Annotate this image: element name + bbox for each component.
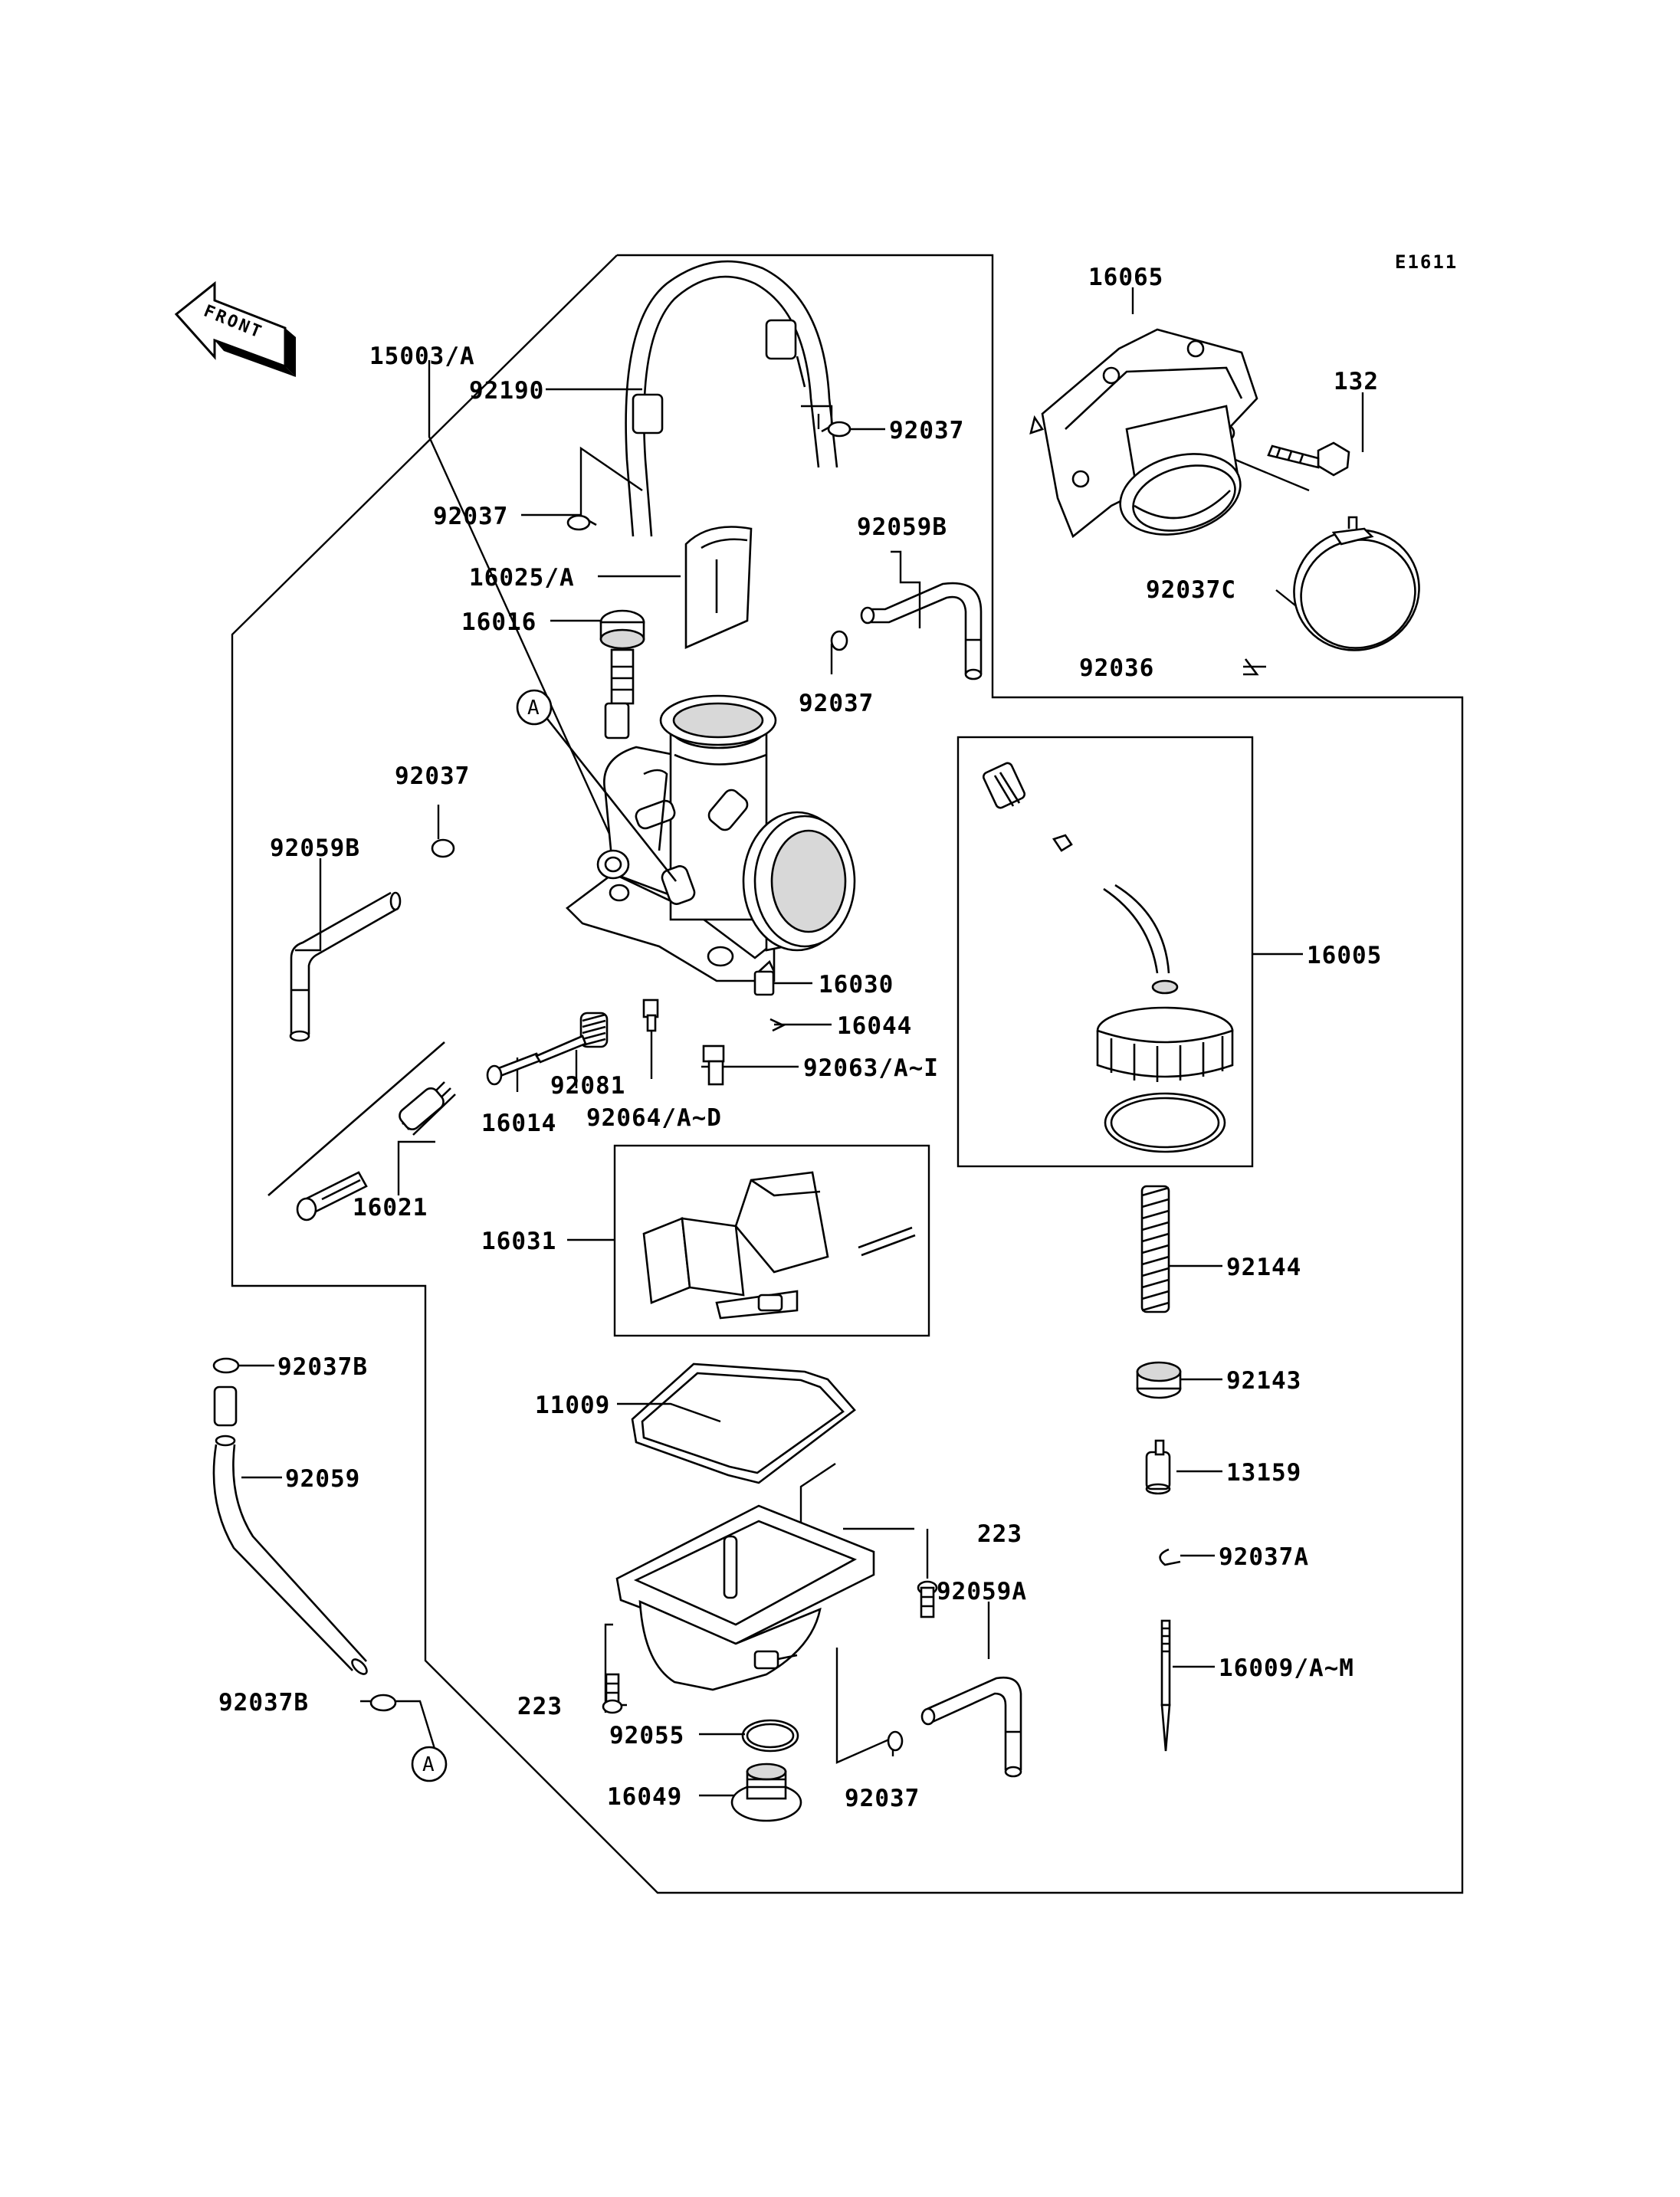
clip-92037-tl — [566, 514, 597, 531]
label-223-right: 223 — [977, 1520, 1022, 1548]
cap-92143 — [1136, 1361, 1182, 1399]
label-92037-tl: 92037 — [433, 503, 508, 530]
label-92059b-left: 92059B — [270, 835, 360, 862]
front-arrow-icon: FRONT — [174, 280, 296, 377]
label-92037-left: 92037 — [395, 762, 470, 790]
label-92064: 92064/A~D — [586, 1104, 722, 1132]
label-92037-mid: 92037 — [799, 690, 874, 717]
vent-hose-92190 — [625, 260, 838, 537]
spring-92081 — [579, 1012, 609, 1048]
part-labels: 15003/A 92190 92037 92037 16025/A 16016 … — [218, 264, 1382, 1812]
clip-92036 — [1243, 658, 1259, 676]
label-16065: 16065 — [1088, 264, 1163, 291]
callout-a-bottom: A — [411, 1746, 448, 1782]
label-92059: 92059 — [285, 1465, 360, 1493]
clip-92037-bot — [887, 1730, 904, 1752]
clip-92037A — [1159, 1548, 1181, 1566]
label-92059a: 92059A — [937, 1578, 1027, 1605]
air-screw-16014 — [486, 1035, 587, 1086]
label-15003a: 15003/A — [369, 343, 475, 370]
label-16016: 16016 — [461, 608, 536, 636]
label-92037b-top: 92037B — [277, 1353, 368, 1381]
label-132: 132 — [1334, 368, 1379, 395]
label-92063: 92063/A~I — [803, 1054, 939, 1082]
label-92037-tr: 92037 — [889, 417, 964, 444]
float-16031 — [642, 1171, 916, 1320]
label-13159: 13159 — [1226, 1459, 1301, 1487]
label-92037-bot: 92037 — [845, 1785, 920, 1812]
cap-kit-16005 — [982, 762, 1234, 1153]
spring-92144 — [1140, 1185, 1170, 1313]
assembly-outline — [231, 254, 1464, 1894]
hose-92059B-left — [289, 891, 402, 1042]
label-16014: 16014 — [481, 1110, 556, 1137]
label-16005: 16005 — [1307, 942, 1382, 969]
screw-spring-16021 — [267, 1041, 456, 1221]
hose-92059A — [920, 1676, 1022, 1778]
svg-text:A: A — [527, 697, 540, 720]
screw-223-left — [602, 1673, 623, 1714]
label-92190: 92190 — [469, 377, 544, 405]
clip-92037-left — [431, 838, 455, 858]
jet-holder-16030 — [753, 959, 776, 996]
pin-13159 — [1145, 1439, 1171, 1495]
label-92081: 92081 — [550, 1072, 625, 1100]
carburetor-body-15003A — [566, 694, 856, 982]
box-16005 — [956, 736, 1254, 1168]
label-92037b-bot: 92037B — [218, 1689, 309, 1717]
label-92143: 92143 — [1226, 1367, 1301, 1395]
label-92059b-top: 92059B — [857, 513, 947, 541]
bolt-132 — [1267, 441, 1350, 477]
clip-92037B-top — [212, 1357, 240, 1374]
callout-a-top: A — [516, 689, 678, 882]
clamp-92037C — [1293, 516, 1420, 651]
label-16030: 16030 — [819, 971, 894, 998]
label-16021: 16021 — [353, 1194, 428, 1221]
svg-text:A: A — [422, 1753, 435, 1776]
label-92037a: 92037A — [1219, 1543, 1309, 1571]
jet-needle-16009 — [1160, 1619, 1171, 1752]
label-92055: 92055 — [609, 1722, 684, 1749]
label-16049: 16049 — [607, 1783, 682, 1811]
label-92036: 92036 — [1079, 654, 1154, 682]
drain-plug-16049 — [730, 1763, 802, 1822]
gasket-11009 — [631, 1362, 856, 1484]
clip-92037-mid — [830, 630, 848, 651]
hose-92059 — [212, 1385, 368, 1675]
label-16031: 16031 — [481, 1228, 556, 1255]
clip-92037-tr — [821, 421, 851, 438]
intake-manifold-16065 — [1029, 328, 1258, 539]
label-16009: 16009/A~M — [1219, 1654, 1354, 1682]
label-16025a: 16025/A — [469, 564, 575, 592]
oring-92055 — [741, 1719, 799, 1753]
diagram-code: E1611 — [1395, 251, 1458, 273]
hose-92059B-top — [860, 582, 983, 680]
stop-screw-16016 — [599, 609, 645, 739]
needle-jet-16044 — [769, 1018, 786, 1032]
throttle-valve-16025A — [684, 526, 753, 649]
label-92037c: 92037C — [1146, 576, 1236, 604]
screw-223-right — [917, 1580, 938, 1618]
label-11009: 11009 — [535, 1392, 610, 1419]
label-16044: 16044 — [837, 1012, 912, 1040]
label-92144: 92144 — [1226, 1254, 1301, 1281]
pilot-jet-92064 — [642, 998, 659, 1032]
clip-92037B-bot — [369, 1694, 397, 1712]
float-bowl — [615, 1504, 875, 1691]
label-223-left: 223 — [517, 1693, 563, 1720]
main-jet-92063 — [702, 1044, 725, 1086]
